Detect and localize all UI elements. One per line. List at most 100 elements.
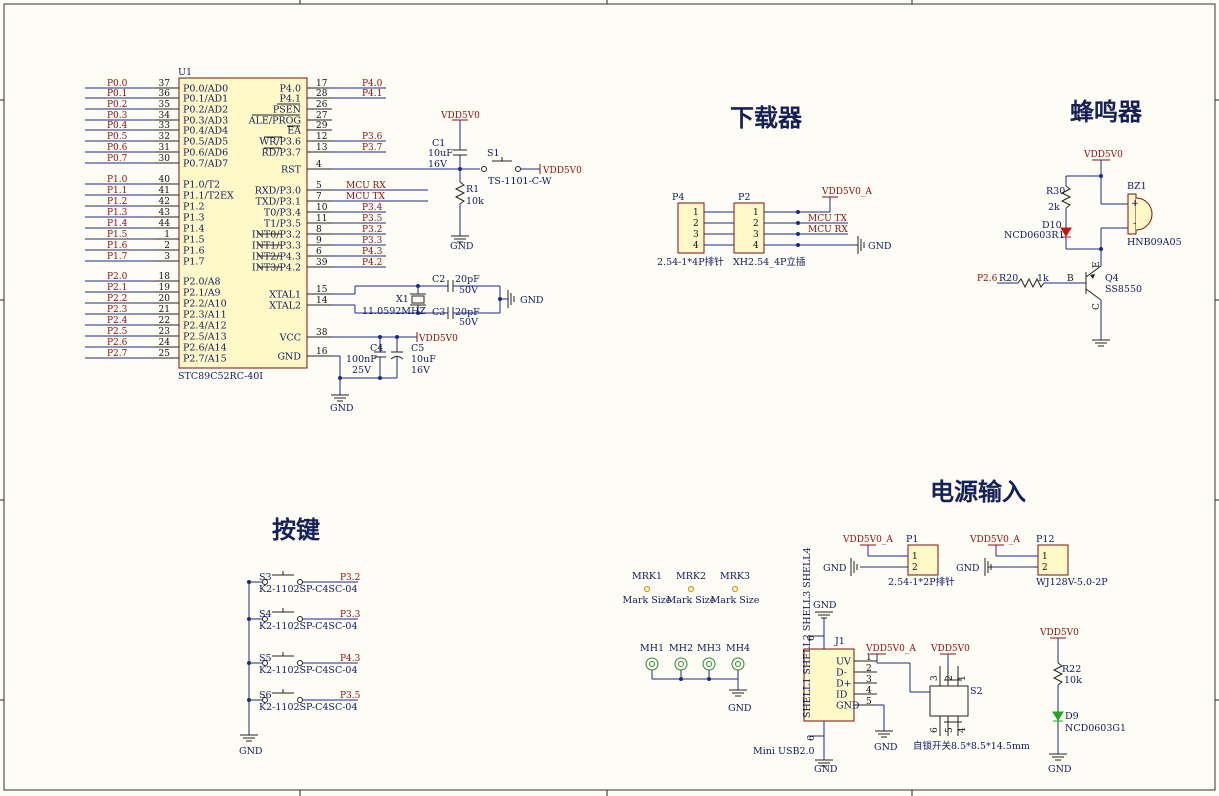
p1-part: 2.54-1*2P排针 [888, 576, 955, 588]
mcu-net-label: P3.6 [362, 132, 383, 142]
key-part: K2-1102SP-C4SC-04 [259, 702, 358, 713]
reset-gnd-symbol [451, 235, 469, 243]
mcu-pin-name: RD/P3.7 [262, 148, 301, 159]
key-net-label: P3.3 [340, 610, 361, 620]
hole-ref: MH2 [669, 643, 693, 654]
mcu-pin-name: P2.7/A15 [183, 354, 227, 365]
bz-vdd-label: VDD5V0 [1083, 150, 1123, 160]
mcu-ref: U1 [178, 67, 192, 78]
power-circuit: VDD5V0_A GND 1 2 P1 2.54-1*2P排针 VDD5V0_A… [753, 534, 1126, 775]
mounting-hole: MH1 [640, 643, 664, 679]
mark-label: Mark Size [711, 595, 760, 606]
q4-pin-e: E [1092, 261, 1102, 268]
bz1-part: HNB09A05 [1127, 237, 1182, 248]
p4-header [677, 202, 705, 254]
j1-pin-name: ID [836, 690, 848, 701]
q4-ref: Q4 [1105, 273, 1119, 284]
c3-ref: C3 [432, 307, 445, 318]
c4-val: 100nF [346, 354, 377, 365]
s1-ref: S1 [487, 148, 500, 159]
mcu-pin-number: 43 [159, 208, 171, 218]
mcu-pin-name: TXD/P3.1 [256, 197, 301, 208]
mcu-net-label: MCU RX [346, 181, 386, 191]
mcu-pin-number: 32 [159, 132, 170, 142]
p1-pin-1: 1 [912, 552, 918, 562]
p1-ref: P1 [906, 534, 918, 545]
mcu-pin-number: 12 [316, 132, 327, 142]
d9-ref: D9 [1065, 711, 1079, 722]
mounting-hole: MH2 [669, 643, 693, 681]
mcu-pin-name: P2.6/A14 [183, 343, 227, 354]
hole-ref: MH4 [726, 643, 750, 654]
mcu-pin-number: 41 [159, 186, 170, 196]
s2-pin-6: 6 [930, 727, 940, 733]
mcu-net-label: P3.2 [362, 225, 382, 235]
x1-ref: X1 [396, 294, 409, 305]
mcu-net-label: P2.0 [107, 272, 128, 282]
buzzer-circuit: VDD5V0 R30 2k D10 NCD0603R1 + - BZ1 HNB0… [977, 150, 1182, 347]
p4-ref: P4 [672, 192, 684, 203]
mcu-net-label: P3.5 [362, 214, 383, 224]
key-part: K2-1102SP-C4SC-04 [259, 584, 358, 595]
mcu-pin-number: 31 [159, 143, 170, 153]
c2-ref: C2 [432, 274, 445, 285]
key-ref: S6 [259, 690, 272, 701]
holes-gnd-label: GND [728, 703, 752, 714]
x1-val: 11.0592MHZ [362, 306, 426, 317]
mcu-pin-number: 1 [164, 230, 170, 240]
r30-resistor [1060, 185, 1072, 209]
mounting-hole-icon [674, 657, 688, 671]
r20-ref: R20 [999, 273, 1018, 284]
p1-vdd-label: VDD5V0_A [842, 535, 893, 545]
bz-net-in: P2.6 [977, 274, 998, 284]
fiducial-mark-icon [643, 585, 651, 593]
mcu-pin-number: 27 [316, 111, 328, 121]
mcu-pin-name: T0/P3.4 [264, 208, 301, 219]
dl-tx-label: MCU TX [808, 214, 848, 224]
mcu-pin-name: P2.2/A10 [183, 299, 227, 310]
hole-ref: MH1 [640, 643, 664, 654]
mounting-hole-icon [731, 657, 745, 671]
mcu-pin-name: P0.1/AD1 [183, 94, 228, 105]
mcu-net-label: P2.1 [107, 283, 127, 293]
title-keys: 按键 [272, 515, 320, 544]
mcu-pin-number: 10 [316, 203, 328, 213]
c5-ref: C5 [411, 343, 424, 354]
mcu-pin-name: RXD/P3.0 [255, 186, 301, 197]
led-vdd-label: VDD5V0 [1039, 628, 1079, 638]
j1-shell-num-bottom: 6 [807, 735, 817, 741]
mcu-pin-number: 22 [159, 316, 170, 326]
d9-part: NCD0603G1 [1065, 723, 1126, 734]
mcu-pin-number: 3 [164, 252, 170, 262]
mcu-pin-number: 14 [316, 296, 328, 306]
mcu-pin-number: 6 [316, 247, 322, 257]
dl-gnd-symbol [857, 236, 865, 254]
key-part: K2-1102SP-C4SC-04 [259, 665, 358, 676]
mcu-pin-number: 2 [164, 241, 170, 251]
fiducial-mark-icon [687, 585, 695, 593]
mcu-pin-name: P1.6 [183, 246, 205, 257]
j1-gnd-top-label: GND [813, 600, 837, 611]
decoupling-vdd-label: VDD5V0 [418, 334, 458, 344]
